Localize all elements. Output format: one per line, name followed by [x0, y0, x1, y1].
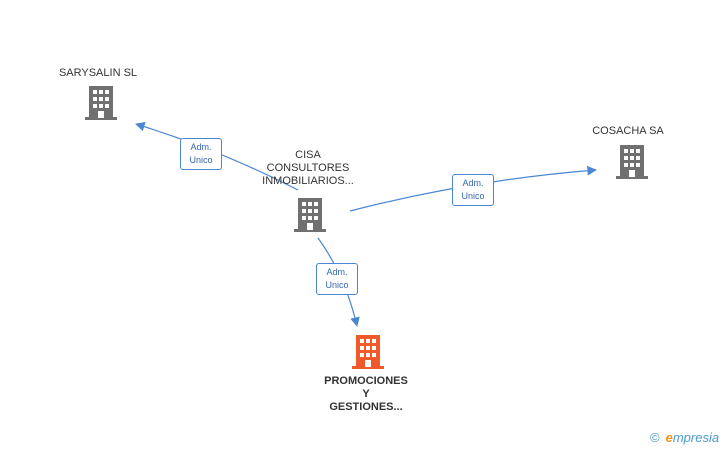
- edge-label-line: Unico: [461, 191, 485, 201]
- node-label-line: CONSULTORES: [266, 162, 350, 174]
- edge-label-cisa-promociones[interactable]: Adm. Unico: [316, 263, 358, 295]
- node-label-sarysalin[interactable]: SARYSALIN SL: [48, 67, 148, 80]
- node-label-line: CISA: [295, 149, 321, 161]
- edge-label-line: Unico: [325, 280, 349, 290]
- brand-logo-e: e: [665, 430, 673, 445]
- edge-label-line: Adm.: [462, 178, 484, 188]
- node-label-line: Y: [362, 388, 370, 400]
- edge-label-cisa-cosacha[interactable]: Adm. Unico: [452, 174, 494, 206]
- building-icon[interactable]: [352, 335, 384, 369]
- brand-logo-text: mpresia: [672, 430, 720, 445]
- node-label-line: PROMOCIONES: [324, 375, 408, 387]
- node-label-line: COSACHA SA: [592, 125, 664, 137]
- building-icon[interactable]: [616, 145, 648, 179]
- copyright-icon: ©: [650, 430, 660, 445]
- edge-label-line: Adm.: [190, 142, 212, 152]
- node-label-promociones[interactable]: PROMOCIONES Y GESTIONES...: [316, 375, 416, 414]
- building-icon[interactable]: [85, 86, 117, 120]
- edge-label-line: Unico: [189, 155, 213, 165]
- node-label-cosacha[interactable]: COSACHA SA: [578, 125, 678, 138]
- node-label-line: SARYSALIN SL: [58, 67, 138, 79]
- edge-label-line: Adm.: [326, 267, 348, 277]
- building-icon[interactable]: [294, 198, 326, 232]
- node-label-line: GESTIONES...: [329, 401, 403, 413]
- node-label-cisa[interactable]: CISA CONSULTORES INMOBILIARIOS...: [258, 149, 358, 188]
- edge-label-cisa-sarysalin[interactable]: Adm. Unico: [180, 138, 222, 170]
- node-label-line: INMOBILIARIOS...: [262, 175, 354, 187]
- brand-watermark: © empresia: [650, 430, 719, 445]
